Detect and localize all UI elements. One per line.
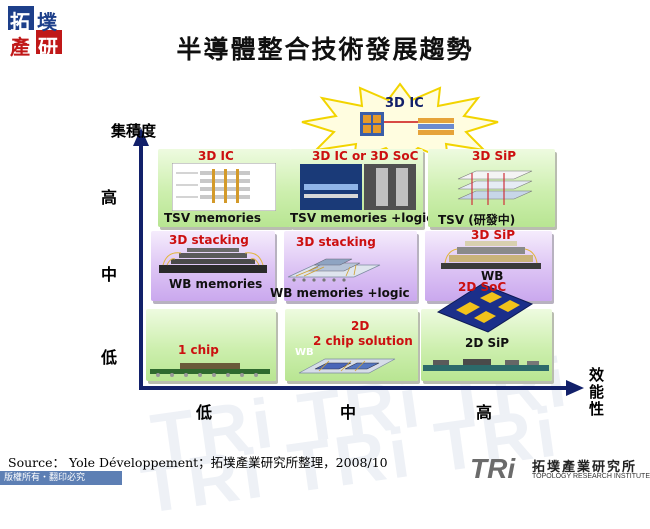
tsv-logic-micrograph	[300, 164, 416, 210]
wb-tag: WB	[295, 347, 314, 358]
logo-char: 墣	[37, 10, 57, 34]
x-level-low: 低	[196, 403, 213, 422]
y-level-mid: 中	[101, 265, 118, 284]
cell-title: 2D	[351, 319, 370, 333]
cell-title: 1 chip	[178, 343, 219, 357]
x-level-high: 高	[476, 403, 493, 422]
starburst-callout	[301, 82, 499, 162]
brand-name: 拓墣產業研究所	[532, 460, 638, 475]
cell-title: 3D SiP	[472, 149, 517, 163]
cell-caption: TSV memories +logic	[290, 211, 434, 225]
tri-logo: 拓 墣 產 研	[6, 4, 64, 59]
2d-sip-board-diagram	[423, 359, 549, 371]
source-note: Source： Yole Développement；拓墣產業研究所整理，200…	[8, 455, 388, 470]
wb-logic-package-diagram	[287, 258, 381, 282]
callout-label: 3D IC	[385, 96, 424, 111]
2d-soc-label: 2D SoC	[458, 280, 507, 294]
cell-3d-stacking-wb: 3D stacking WB memories	[151, 231, 275, 301]
copyright-bar: 版權所有・翻印必究	[0, 471, 122, 485]
cell-3d-ic: 3D IC TSV memories	[158, 149, 291, 227]
cell-3d-sip-tsv: 3D SiP TSV (研發中)	[428, 149, 555, 227]
x-axis-label: 效能性	[589, 366, 605, 418]
cell-title: 3D IC	[198, 149, 234, 163]
cell-title: 3D SiP	[471, 228, 516, 242]
cell-caption: WB	[481, 269, 504, 283]
y-level-high: 高	[101, 188, 118, 207]
wire-bond-stack-diagram	[159, 248, 267, 273]
page-title: 半導體整合技術發展趨勢	[176, 35, 474, 64]
2d-soc-chip-diagram	[436, 283, 534, 333]
brand-logo-text: TRi	[470, 453, 516, 484]
cell-title: 3D stacking	[296, 235, 376, 249]
3d-sip-wb-diagram	[441, 241, 541, 269]
brand-english: TOPOLOGY RESEARCH INSTITUTE	[532, 473, 650, 480]
logo-char: 研	[38, 35, 58, 59]
cell-caption: TSV memories	[164, 211, 261, 225]
cell-caption: WB memories	[169, 277, 263, 291]
logo-char: 產	[10, 35, 30, 59]
logo-char: 拓	[10, 10, 30, 34]
cell-subtitle: 2 chip solution	[313, 334, 413, 348]
cell-title: 3D IC or 3D SoC	[312, 149, 419, 163]
cell-3d-stacking-logic: 3D stacking WB memories +logic	[270, 231, 417, 301]
x-level-mid: 中	[340, 403, 357, 422]
cell-2d-2chip: 2D 2 chip solution WB	[285, 309, 418, 381]
y-level-low: 低	[101, 348, 118, 367]
cell-1-chip: 1 chip	[146, 309, 276, 381]
cell-caption: WB memories +logic	[270, 286, 410, 300]
single-chip-package-diagram	[150, 363, 270, 377]
3d-sip-stack-diagram	[457, 170, 533, 205]
y-axis-label: 集積度	[111, 122, 157, 140]
axes	[133, 128, 584, 396]
cell-3d-ic-or-soc: 3D IC or 3D SoC TSV memories +logic	[290, 149, 433, 227]
tri-brand-logo: TRi 拓墣產業研究所 TOPOLOGY RESEARCH INSTITUTE	[470, 453, 650, 485]
tsv-memory-diagram	[172, 163, 276, 211]
cell-caption: 2D SiP	[465, 336, 510, 350]
cell-caption: TSV (研發中)	[438, 213, 516, 227]
cell-title: 3D stacking	[169, 233, 249, 247]
two-chip-package-diagram	[298, 358, 396, 374]
